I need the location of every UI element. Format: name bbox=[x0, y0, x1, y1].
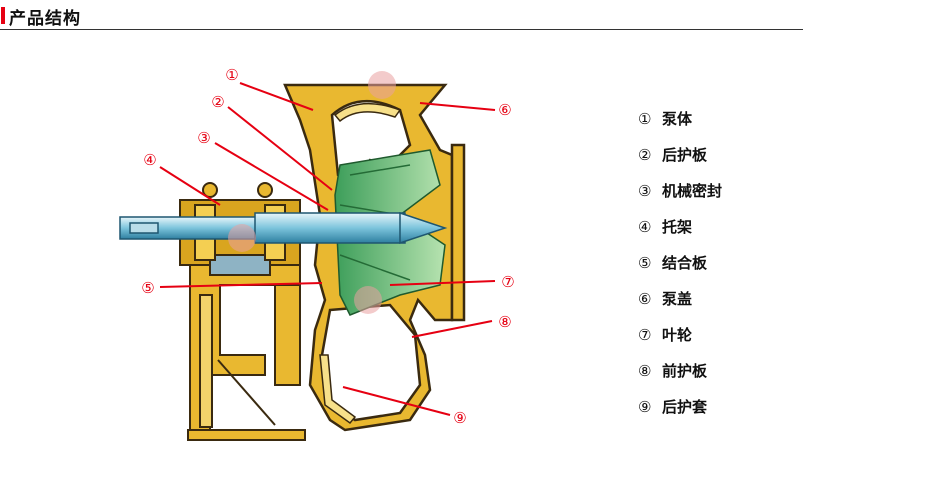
liners bbox=[319, 102, 402, 425]
legend-label: 结合板 bbox=[662, 254, 708, 272]
callout-1-label: ① bbox=[225, 66, 238, 84]
callout-7: ⑦ bbox=[501, 273, 514, 291]
callout-6: ⑥ bbox=[498, 101, 511, 119]
section-title: 产品结构 bbox=[9, 9, 81, 29]
legend-label: 后护板 bbox=[662, 146, 708, 164]
callout-6-label: ⑥ bbox=[498, 101, 511, 119]
leader-5 bbox=[159, 282, 323, 288]
legend-item: ⑥ 泵盖 bbox=[638, 288, 722, 324]
legend-number: ④ bbox=[638, 218, 652, 236]
callout-9: ⑨ bbox=[453, 409, 466, 427]
watermark-logo bbox=[368, 71, 396, 99]
callout-8: ⑧ bbox=[498, 313, 511, 331]
legend-item: ⑧ 前护板 bbox=[638, 360, 722, 396]
legend-item: ① 泵体 bbox=[638, 108, 722, 144]
legend-number: ① bbox=[638, 110, 652, 128]
header-accent-bar bbox=[1, 7, 5, 24]
callout-7-label: ⑦ bbox=[501, 273, 514, 291]
leader-8 bbox=[411, 320, 493, 338]
callout-5: ⑤ bbox=[141, 279, 154, 297]
parts-legend: ① 泵体 ② 后护板 ③ 机械密封 ④ 托架 ⑤ 结合板 ⑥ 泵盖 ⑦ 叶轮 ⑧ 前护板 ⑨ 后护… bbox=[638, 108, 722, 432]
callout-2: ② bbox=[211, 93, 224, 111]
legend-label: 叶轮 bbox=[662, 326, 693, 344]
leader-6 bbox=[419, 102, 496, 111]
leader-7 bbox=[389, 280, 496, 286]
watermark-logo bbox=[228, 224, 256, 252]
pump-structure-diagram: ① ② ③ ④ ⑤ ⑥ ⑦ ⑧ ⑨ bbox=[119, 66, 515, 441]
leader-9 bbox=[342, 386, 451, 416]
legend-label: 机械密封 bbox=[662, 182, 723, 200]
callout-8-label: ⑧ bbox=[498, 313, 511, 331]
legend-number: ⑦ bbox=[638, 326, 652, 344]
callout-2-label: ② bbox=[211, 93, 224, 111]
legend-number: ⑨ bbox=[638, 398, 652, 416]
legend-item: ④ 托架 bbox=[638, 216, 722, 252]
legend-item: ⑤ 结合板 bbox=[638, 252, 722, 288]
callout-5-label: ⑤ bbox=[141, 279, 154, 297]
legend-number: ⑥ bbox=[638, 290, 652, 308]
leader-4 bbox=[159, 166, 221, 206]
leader-1 bbox=[239, 82, 314, 111]
watermark-logo bbox=[354, 286, 382, 314]
section-header: 产品结构 bbox=[0, 0, 803, 30]
shaft bbox=[119, 211, 448, 245]
legend-label: 后护套 bbox=[662, 398, 708, 416]
callout-4: ④ bbox=[143, 151, 156, 169]
callout-9-label: ⑨ bbox=[453, 409, 466, 427]
bearing-housing bbox=[179, 182, 301, 276]
leader-lines bbox=[159, 82, 496, 416]
leader-2 bbox=[227, 106, 333, 191]
legend-number: ② bbox=[638, 146, 652, 164]
legend-label: 前护板 bbox=[662, 362, 708, 380]
leader-3 bbox=[214, 142, 329, 211]
legend-number: ③ bbox=[638, 182, 652, 200]
callout-3: ③ bbox=[197, 129, 210, 147]
legend-item: ⑨ 后护套 bbox=[638, 396, 722, 432]
callout-1: ① bbox=[225, 66, 238, 84]
legend-item: ③ 机械密封 bbox=[638, 180, 722, 216]
watermark-logos bbox=[228, 71, 396, 314]
legend-label: 泵盖 bbox=[662, 290, 693, 308]
callout-3-label: ③ bbox=[197, 129, 210, 147]
legend-label: 托架 bbox=[662, 218, 693, 236]
legend-item: ② 后护板 bbox=[638, 144, 722, 180]
legend-item: ⑦ 叶轮 bbox=[638, 324, 722, 360]
callout-4-label: ④ bbox=[143, 151, 156, 169]
legend-label: 泵体 bbox=[662, 110, 693, 128]
bracket-frame bbox=[187, 252, 306, 441]
legend-number: ⑧ bbox=[638, 362, 652, 380]
legend-number: ⑤ bbox=[638, 254, 652, 272]
